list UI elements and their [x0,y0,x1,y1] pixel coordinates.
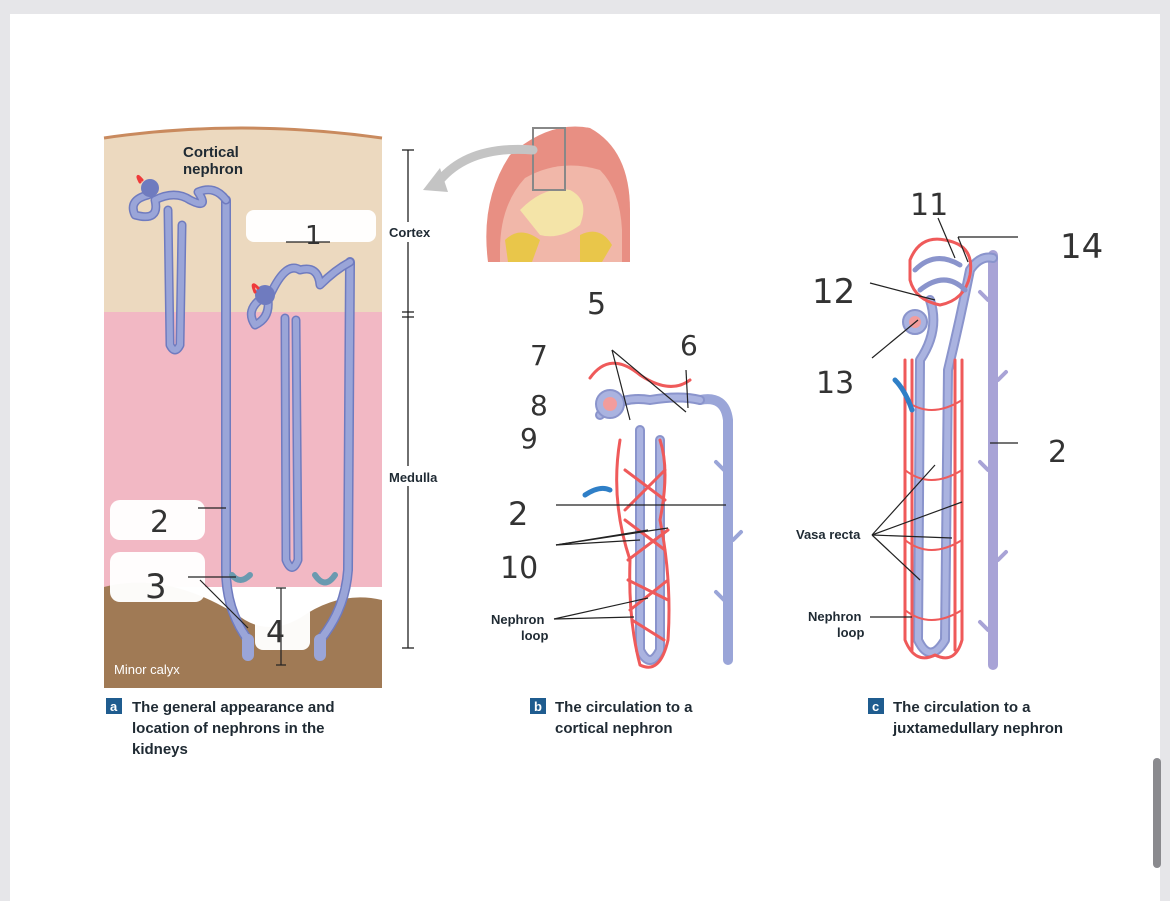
vasa-recta-label: Vasa recta [796,527,861,542]
nephron-loop-label-c: Nephron [808,609,862,624]
hand-number-2-a: 2 [150,505,169,540]
caption-a-line-1: The general appearance and [132,699,335,716]
caption-c-line-2: juxtamedullary nephron [892,720,1063,737]
kidney-inset [423,126,630,262]
hand-number-2-b: 2 [508,495,528,533]
panel-a-leader-lines [188,241,330,666]
panel-b-leader-lines [553,349,726,620]
hand-number-1: 1 [305,221,322,251]
caption-letter-c: c [872,699,879,714]
hand-number-9: 9 [520,422,538,455]
handwritten-numbers: 1 2 3 4 5 6 7 8 9 2 10 11 12 13 14 2 [145,188,1103,650]
hand-number-7: 7 [530,339,548,372]
cortical-nephron-label-2: nephron [183,161,243,178]
caption-letter-b: b [534,699,542,714]
cortical-nephron-1 [128,175,231,355]
nephron-loop-label-b-2: loop [521,628,548,643]
hand-number-13: 13 [816,366,854,401]
zoom-arrow [435,144,538,185]
hand-number-5: 5 [587,287,606,322]
cortical-nephron-2 [246,257,355,572]
caption-a-line-3: kidneys [132,741,188,758]
hand-number-8: 8 [530,389,548,422]
window-top-strip [0,0,1170,14]
hand-number-2-c: 2 [1048,435,1067,470]
hand-number-12: 12 [812,272,855,312]
vertical-scrollbar[interactable] [1153,758,1161,868]
minor-calyx-label: Minor calyx [114,662,180,677]
medulla-label: Medulla [389,470,438,485]
caption-c-line-1: The circulation to a [893,699,1031,716]
nephron-loop-label-c-2: loop [837,625,864,640]
nephron-loop-label-b: Nephron [491,612,545,627]
caption-b-line-1: The circulation to a [555,699,693,716]
cortex-label: Cortex [389,225,431,240]
caption-letter-a: a [110,699,118,714]
panel-a: Cortical nephron Minor calyx [103,126,383,688]
panel-b [582,361,743,669]
hand-number-14: 14 [1060,227,1103,267]
erased-label-patches [110,210,376,650]
caption-c: c The circulation to a juxtamedullary ne… [868,698,1063,737]
caption-a-line-2: location of nephrons in the [132,720,325,737]
hand-number-10: 10 [500,551,538,586]
collecting-ducts [221,195,355,661]
caption-badge-a [106,698,122,714]
caption-b: b The circulation to a cortical nephron [530,698,693,737]
panel-c-leader-lines [869,217,1018,618]
caption-badge-b [530,698,546,714]
medulla-region [104,312,382,587]
hand-number-6: 6 [680,329,698,362]
cortical-nephron-label: Cortical [183,144,239,161]
caption-a: a The general appearance and location of… [106,698,335,758]
panel-c [892,237,1008,670]
caption-b-line-2: cortical nephron [555,720,673,737]
hand-number-3: 3 [145,567,167,607]
hand-number-11: 11 [910,188,948,223]
hand-number-4: 4 [266,615,285,650]
caption-badge-c [868,698,884,714]
